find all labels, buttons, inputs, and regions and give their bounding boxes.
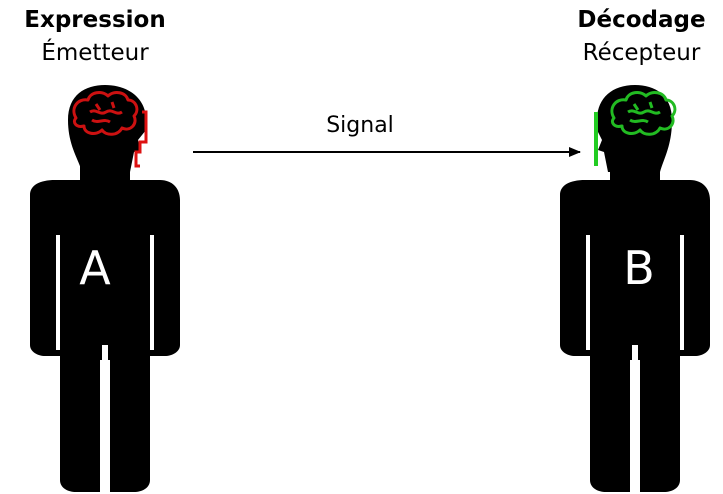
brain-a-icon bbox=[72, 91, 139, 136]
signal-label: Signal bbox=[326, 113, 394, 138]
mouth-a-icon bbox=[134, 110, 148, 168]
receiver-title: Décodage bbox=[577, 7, 706, 33]
sender-subtitle: Émetteur bbox=[41, 40, 149, 66]
person-a-figure bbox=[30, 85, 180, 492]
sender-title: Expression bbox=[24, 7, 166, 33]
person-a-letter: A bbox=[79, 241, 111, 295]
brain-b-icon bbox=[610, 91, 677, 136]
person-b-letter: B bbox=[623, 241, 655, 295]
receiver-subtitle: Récepteur bbox=[582, 40, 701, 66]
person-b-figure bbox=[560, 85, 710, 492]
